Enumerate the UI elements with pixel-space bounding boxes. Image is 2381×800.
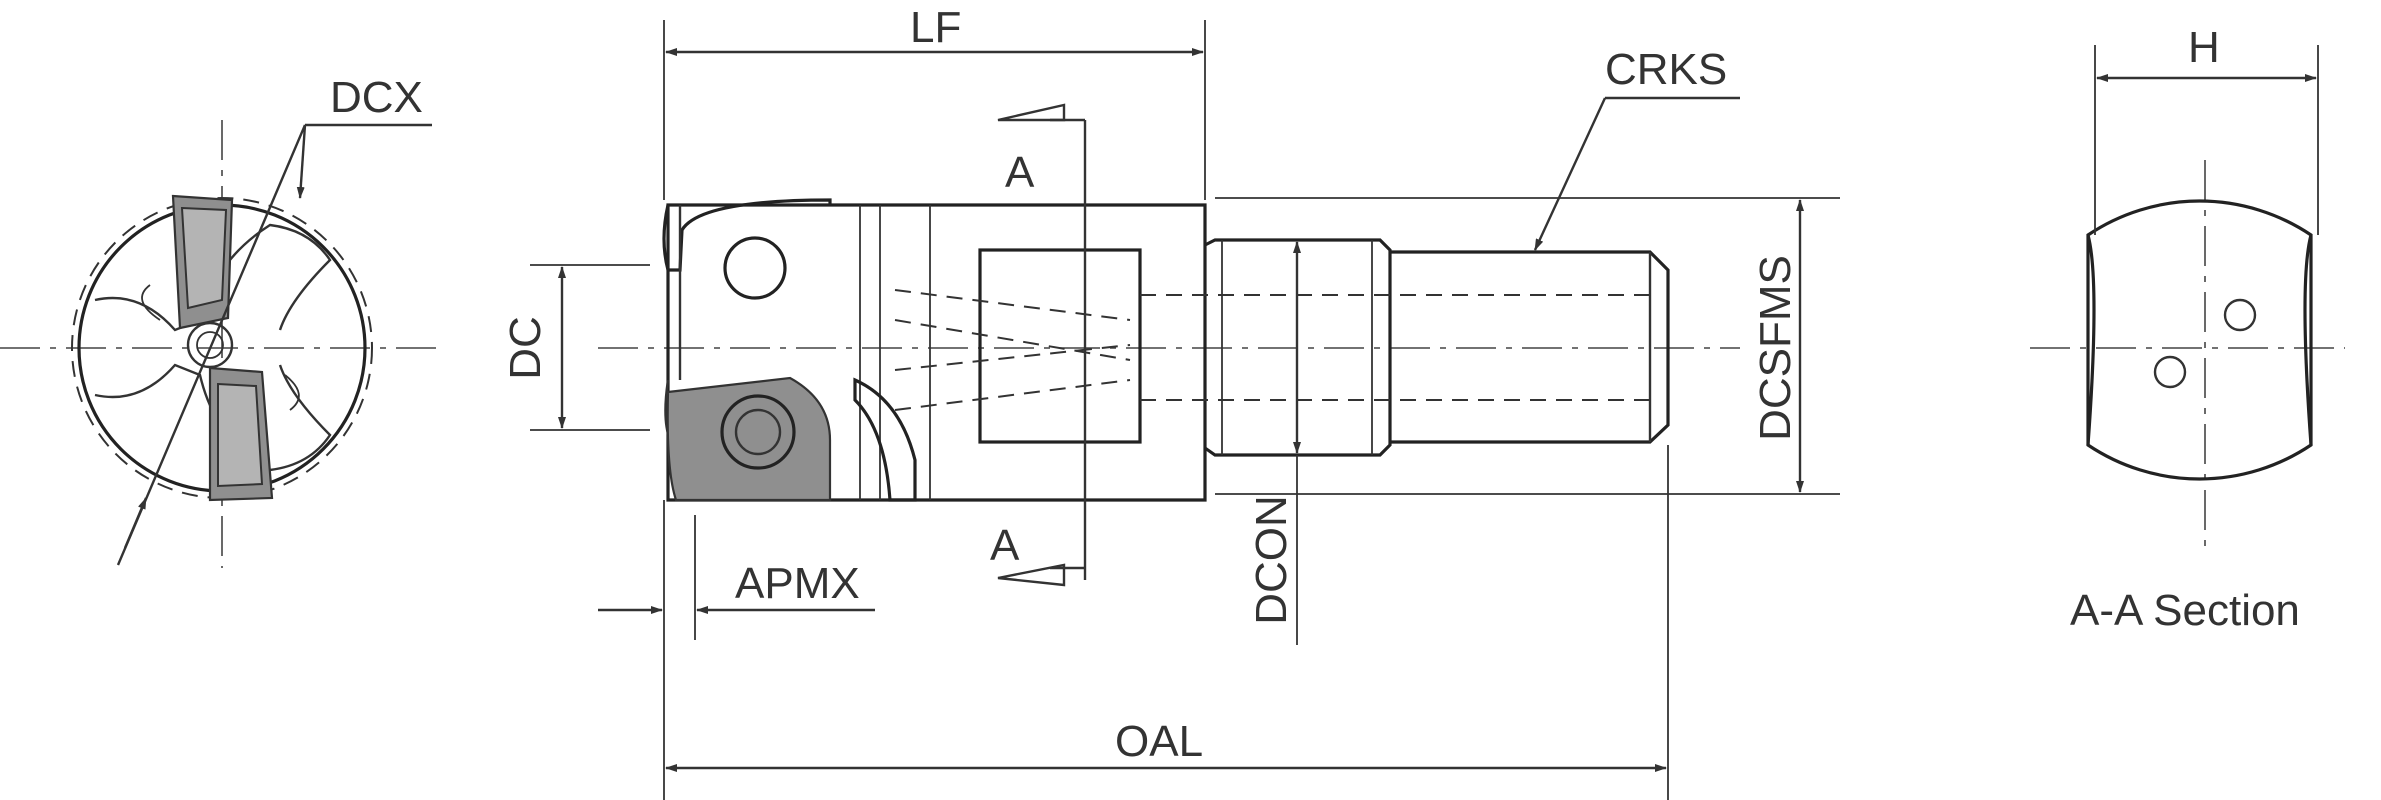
section-mark-bottom: A (990, 521, 1020, 570)
dcx-arrow-lower (123, 497, 148, 549)
chip-pocket (853, 377, 917, 502)
side-view: A A LF CRKS DC DCSFMS DCON APMX (501, 3, 1840, 800)
crks-label: CRKS (1605, 45, 1727, 94)
dcx-label: DCX (330, 73, 423, 122)
lf-label: LF (910, 3, 961, 52)
section-arrow-bottom (997, 563, 1066, 587)
dc-label: DC (501, 316, 550, 380)
section-hole-lower (2153, 355, 2187, 389)
internal-thread-hint-3 (894, 344, 1131, 371)
end-view-insert-upper-face (180, 206, 228, 310)
end-view-chip-curve-2 (284, 374, 300, 411)
h-label: H (2188, 23, 2220, 72)
section-flat-left (2086, 234, 2096, 446)
section-hole-upper (2223, 298, 2257, 332)
end-view-coolant-hole (186, 321, 234, 369)
dcx-arrow-upper (296, 124, 307, 199)
cutting-edge-upper (662, 198, 832, 272)
end-view-coolant-hole-inner (196, 331, 224, 359)
dcx-diameter-line (116, 124, 307, 566)
section-mark-top: A (1005, 148, 1035, 197)
dcon-label: DCON (1247, 495, 1296, 625)
insert-torx-screw-socket (734, 408, 782, 456)
section-caption: A-A Section (2070, 586, 2300, 635)
threaded-end (1390, 250, 1670, 444)
section-flat-right (2303, 234, 2313, 446)
end-view-insert-lower-face (217, 382, 264, 488)
section-window (978, 248, 1142, 444)
end-view: DCX (0, 73, 445, 568)
section-arrow-top (997, 103, 1066, 122)
section-profile (2086, 199, 2313, 481)
internal-thread-hint-4 (894, 379, 1131, 411)
internal-thread-hint-2 (894, 319, 1131, 361)
end-view-chip-curve-1 (141, 284, 161, 321)
crks-leader (1533, 97, 1607, 251)
shank-neck (1204, 238, 1392, 457)
lower-insert (666, 376, 832, 502)
upper-insert-screw (723, 236, 787, 300)
insert-torx-screw (720, 394, 796, 470)
apmx-label: APMX (735, 559, 860, 608)
dcsfms-label: DCSFMS (1751, 255, 1800, 441)
oal-label: OAL (1115, 717, 1203, 766)
internal-thread-hint-1 (894, 289, 1131, 321)
section-view: H A-A Section (2030, 23, 2345, 635)
